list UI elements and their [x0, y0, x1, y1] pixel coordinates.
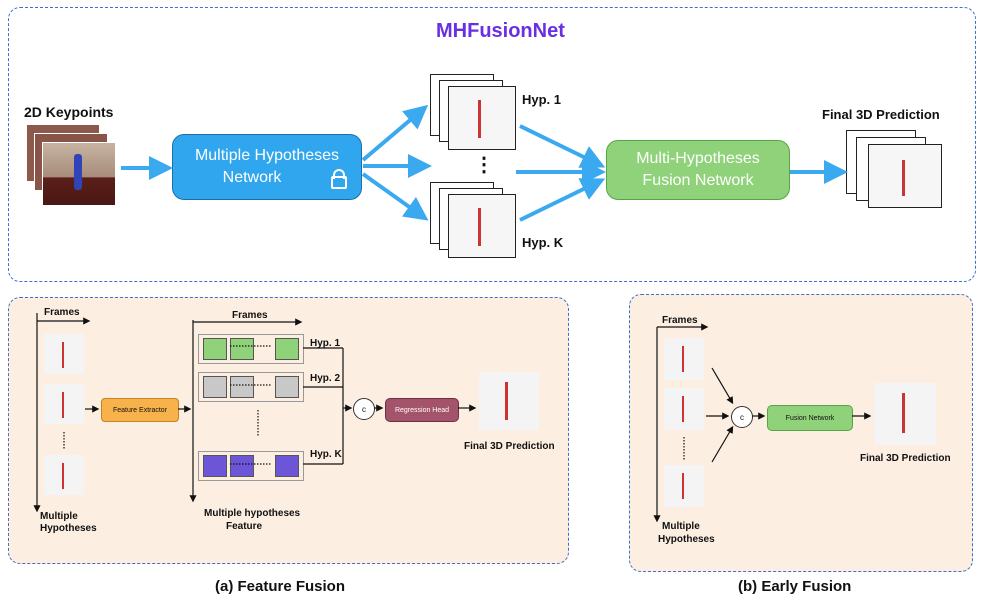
final-prediction-stack: [846, 130, 946, 210]
ff-frames-mid: Frames: [232, 310, 268, 321]
person-keypoints-icon: [74, 154, 82, 190]
ef-frame-thumb-3: [664, 465, 704, 507]
lock-icon: [331, 169, 347, 189]
arrow-hyp1-to-fusion: [519, 124, 606, 168]
input-image-stack: [26, 124, 118, 208]
ff-mhf-line1: Multiple hypotheses: [204, 508, 301, 519]
ff-final-prediction-image: [479, 372, 539, 430]
multiple-hypotheses-network: Multiple Hypotheses Network: [172, 134, 362, 200]
ef-caption: (b) Early Fusion: [738, 578, 852, 595]
regression-head-box: Regression Head: [385, 398, 459, 422]
ff-frame-thumb-2: [44, 384, 84, 424]
multi-hypotheses-fusion-network: Multi-Hypotheses Fusion Network: [606, 140, 790, 200]
arrow-mhn-to-hyp1: [361, 104, 429, 162]
ff-frames-left: Frames: [44, 307, 80, 318]
ef-frames: Frames: [662, 315, 698, 326]
ef-multi-hyp-line2: Hypotheses: [658, 534, 715, 545]
hypothesis-k-stack: [430, 182, 520, 258]
ff-frame-thumb-1: [44, 334, 84, 374]
feature-row-hyp1: [198, 334, 304, 364]
ff-output-label: Final 3D Prediction: [464, 441, 555, 452]
arrow-mhn-to-hypk: [361, 172, 429, 221]
output-label: Final 3D Prediction: [822, 107, 940, 122]
ff-multi-hyp-line2: Hypotheses: [40, 523, 97, 534]
ef-output-label: Final 3D Prediction: [860, 453, 951, 464]
ff-mhf-line2: Feature: [226, 521, 263, 532]
ff-concat-node: c: [353, 398, 375, 420]
mhn-line2: Network: [222, 169, 282, 186]
feature-row-hypk: [198, 451, 304, 481]
arrow-hypk-to-fusion: [519, 178, 606, 222]
feature-row-hyp2: [198, 372, 304, 402]
ff-frame-thumb-3: [44, 455, 84, 495]
feature-extractor-box: Feature Extractor: [101, 398, 179, 422]
hyp-k-label: Hyp. K: [522, 235, 564, 250]
hyp-1-label: Hyp. 1: [522, 92, 562, 107]
fusion-network-box: Fusion Network: [767, 405, 853, 431]
ff-caption: (a) Feature Fusion: [215, 578, 346, 595]
ff-hyp1-label: Hyp. 1: [310, 338, 341, 349]
hypothesis-1-stack: [430, 74, 520, 150]
fusion-line1: Multi-Hypotheses: [636, 150, 760, 167]
ff-hyp2-label: Hyp. 2: [310, 373, 341, 384]
fusion-line2: Fusion Network: [642, 172, 754, 189]
input-label: 2D Keypoints: [24, 104, 114, 120]
ef-final-prediction-image: [874, 383, 936, 445]
ff-hypk-label: Hyp. K: [310, 449, 342, 460]
ef-concat-node: c: [731, 406, 753, 428]
ef-frame-thumb-2: [664, 388, 704, 430]
mhn-line1: Multiple Hypotheses: [194, 147, 340, 164]
ef-frame-thumb-1: [664, 338, 704, 380]
hyp-ellipsis: ⋮: [474, 154, 494, 176]
ff-multi-hyp-line1: Multiple: [40, 511, 78, 522]
panel-title: MHFusionNet: [436, 20, 565, 42]
ef-multi-hyp-line1: Multiple: [662, 521, 700, 532]
